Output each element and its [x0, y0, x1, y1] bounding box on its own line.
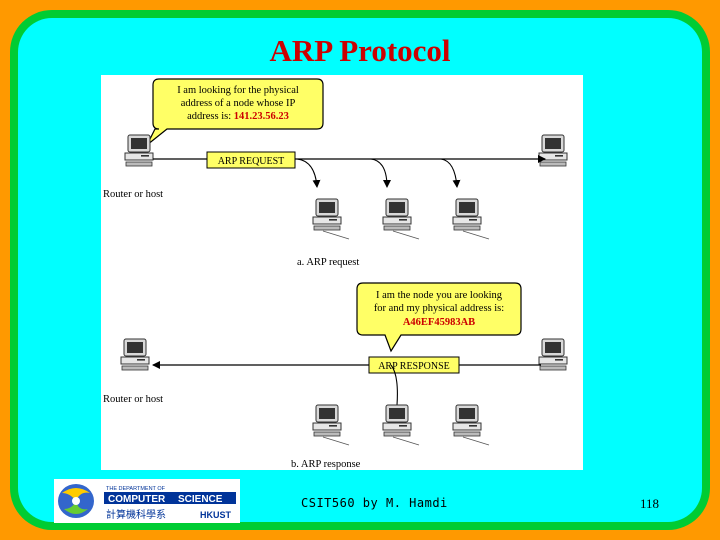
request-receiver-computer-icon-2	[382, 198, 412, 231]
request-receiver-computer-icon-3	[452, 198, 482, 231]
arp-diagram: I am looking for the physical address of…	[101, 75, 583, 470]
request-drop-arrow-3	[440, 158, 461, 188]
arp-request-packet-label: ARP REQUEST	[218, 156, 285, 167]
arp-response-packet	[368, 356, 460, 374]
request-bubble-line-2: address of a node whose IP	[181, 98, 296, 109]
arp-request-packet	[206, 151, 296, 169]
request-sender-computer-icon	[124, 134, 154, 167]
department-logo: THE DEPARTMENT OF COMPUTER SCIENCE 計算機科學…	[54, 479, 240, 523]
request-receiver-computer-icon-1	[312, 198, 342, 231]
slide-title: ARP Protocol	[269, 33, 451, 68]
request-caption: a. ARP request	[297, 257, 359, 268]
request-bubble-line-1: I am looking for the physical	[177, 85, 299, 96]
response-host-computer-icon-1	[312, 404, 342, 437]
request-drop-arrow-2	[370, 158, 391, 188]
response-requester-computer-icon	[120, 338, 150, 371]
response-far-host-computer-icon	[538, 338, 568, 371]
response-mac-address: A46EF45983AB	[403, 317, 475, 328]
response-bubble-line-2: for and my physical address is:	[374, 303, 504, 314]
department-emblem-icon	[58, 484, 94, 518]
logo-org: HKUST	[200, 510, 232, 520]
logo-word-science: SCIENCE	[178, 494, 223, 505]
request-host-label: Router or host	[103, 189, 163, 200]
request-bubble-prefix: address is:	[187, 111, 234, 122]
logo-line-1: THE DEPARTMENT OF	[106, 486, 166, 492]
response-caption: b. ARP response	[291, 459, 361, 470]
request-bubble: I am looking for the physical address of…	[146, 78, 324, 146]
response-host-label: Router or host	[103, 394, 163, 405]
page-number: 118	[640, 496, 660, 511]
response-bubble-line-1: I am the node you are looking	[376, 290, 503, 301]
logo-chinese-name: 計算機科學系	[106, 508, 166, 521]
request-bubble-line-3: address is: 141.23.56.23	[187, 111, 289, 122]
response-source-link	[390, 364, 398, 406]
response-host-computer-icon-2	[382, 404, 412, 437]
request-far-host-computer-icon	[538, 134, 568, 167]
request-drop-arrow-1	[296, 158, 321, 188]
response-host-computer-icon-3	[452, 404, 482, 437]
slide-footer: CSIT560 by M. Hamdi	[301, 496, 448, 510]
logo-word-computer: COMPUTER	[108, 494, 166, 505]
arp-response-packet-label: ARP RESPONSE	[378, 361, 450, 372]
response-bubble: I am the node you are looking for and my…	[356, 282, 522, 353]
request-ip-address: 141.23.56.23	[234, 111, 289, 122]
